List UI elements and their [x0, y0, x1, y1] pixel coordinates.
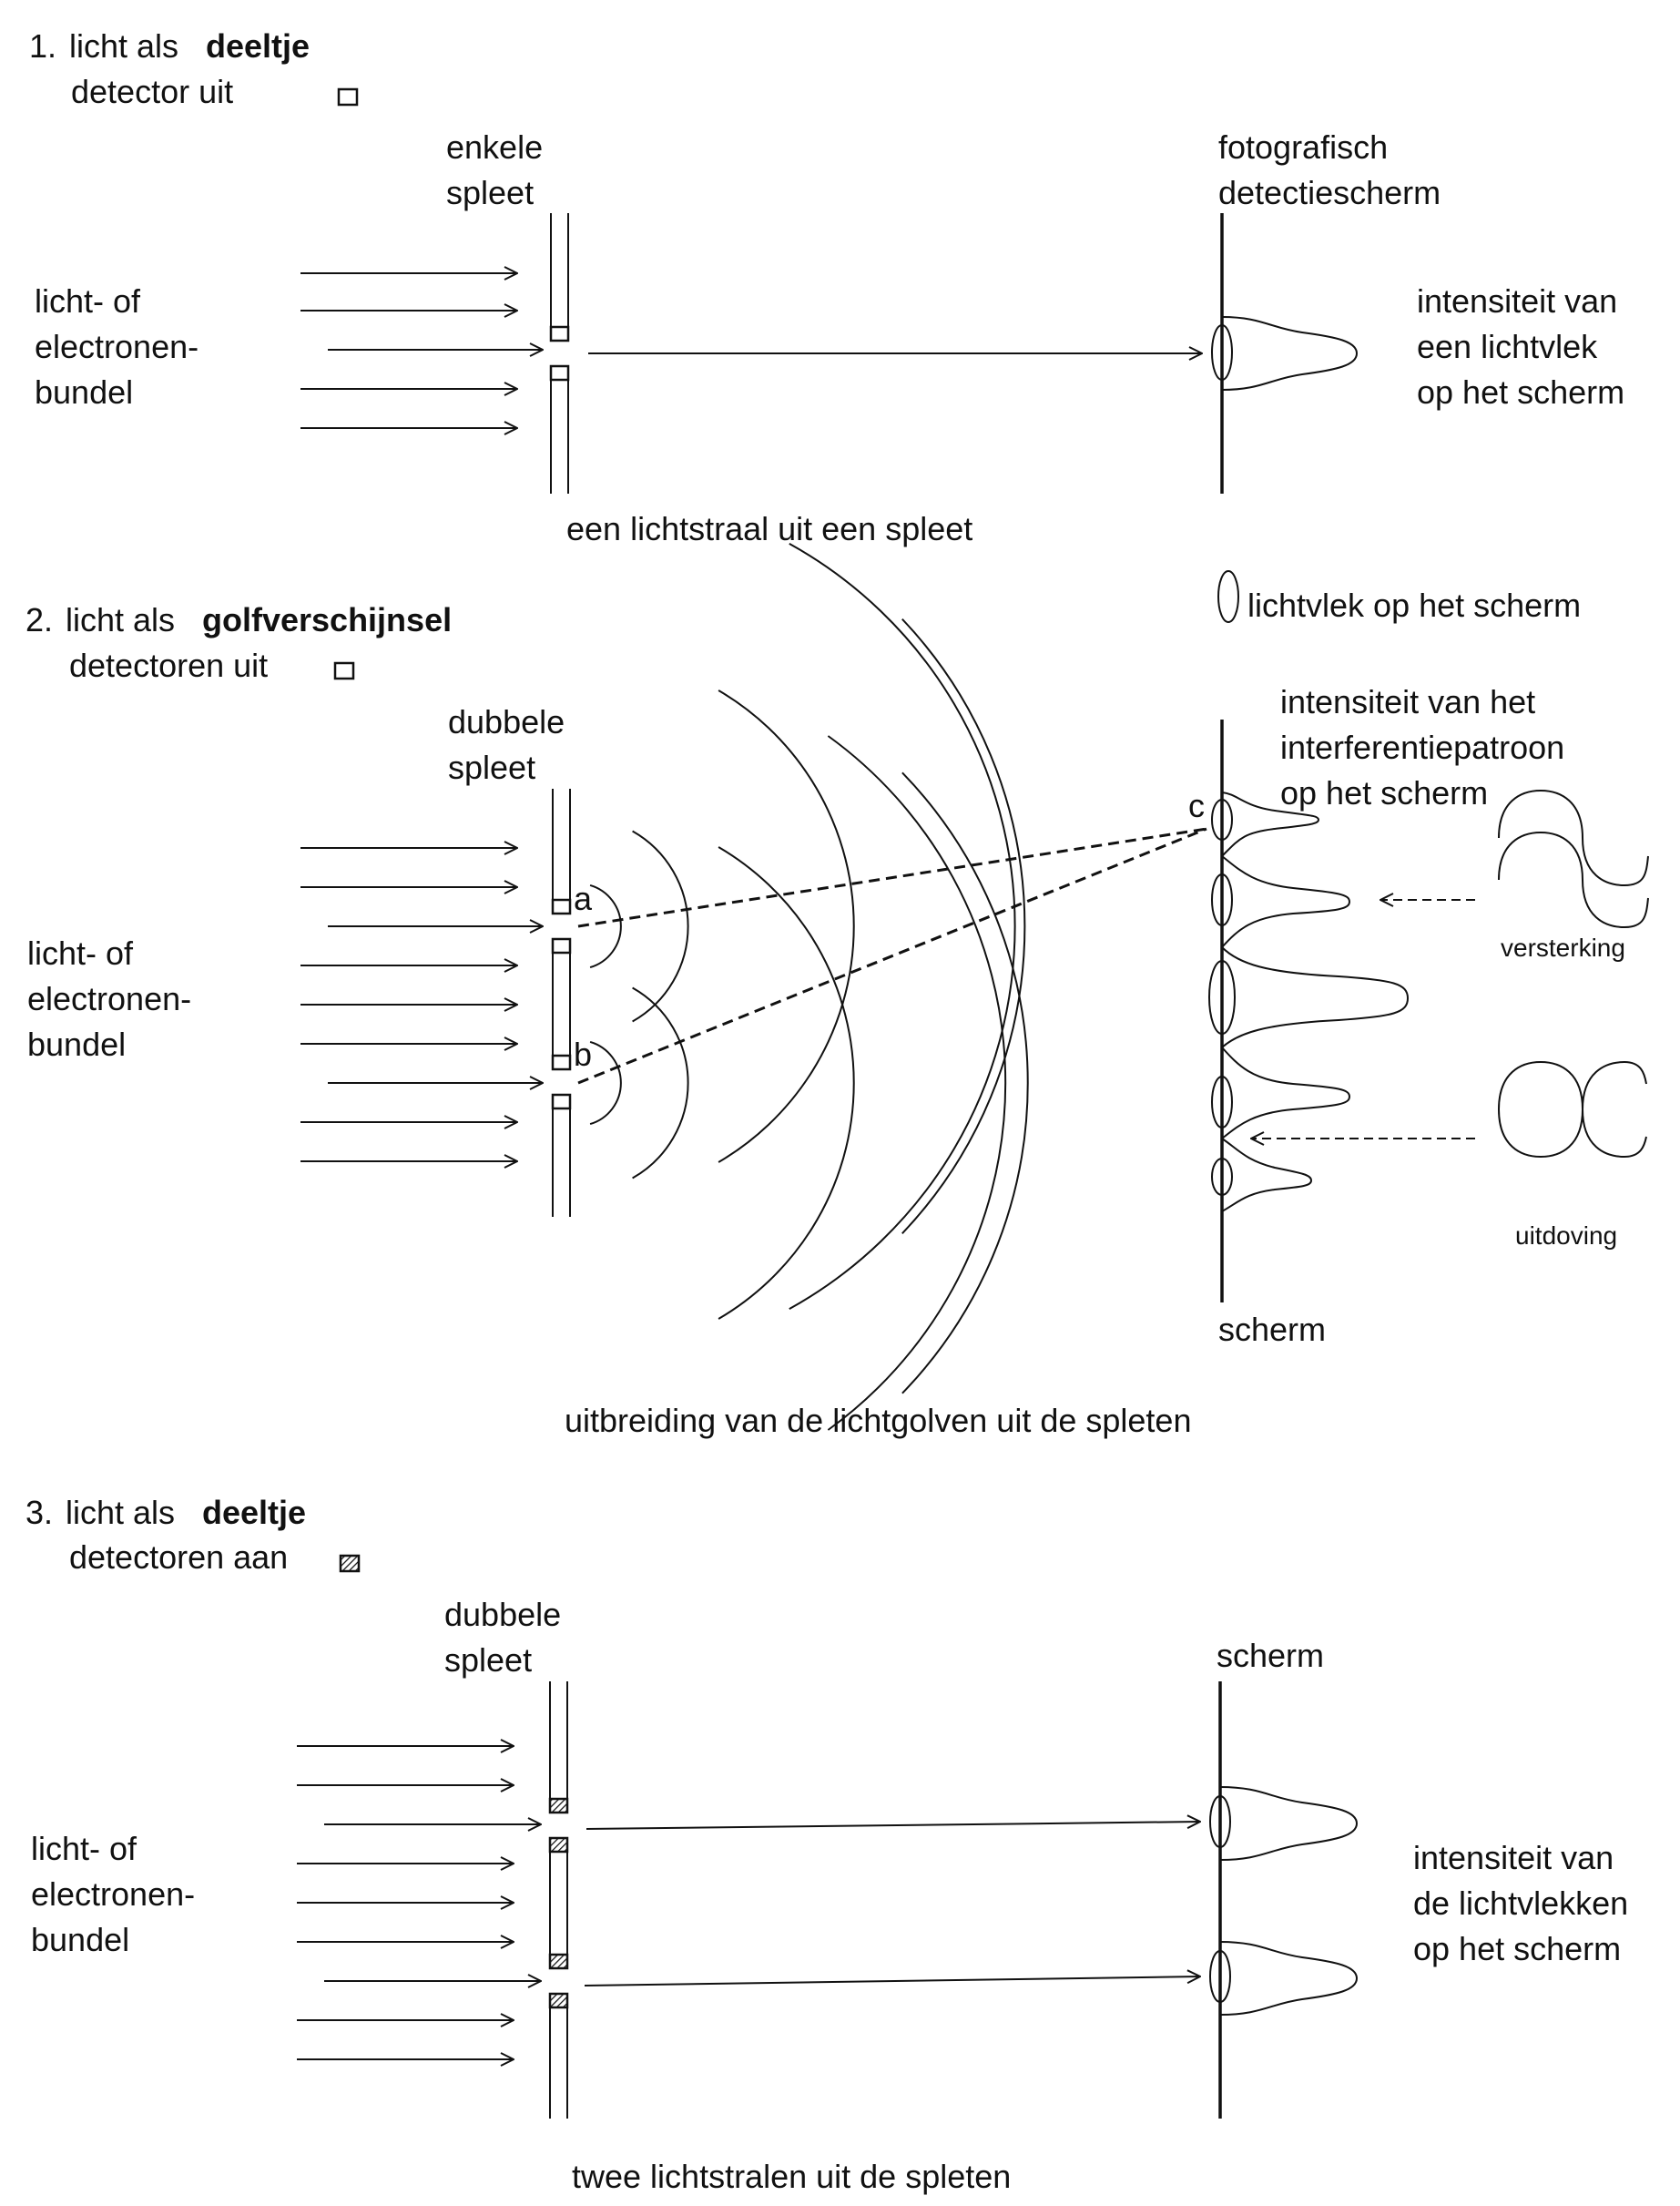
- light-ray-arrow: [584, 1976, 1200, 1986]
- detector-off-icon: [551, 1054, 572, 1071]
- detector-off-icon: [337, 87, 359, 107]
- section-2-detector-label: detectoren uit: [69, 647, 268, 684]
- intensity-curve: [1221, 316, 1359, 391]
- section-2-heading-bold: golfverschijnsel: [202, 601, 452, 638]
- section-3-beam-label-2: electronen-: [31, 1875, 195, 1913]
- section-2-beam-label-3: bundel: [27, 1026, 126, 1063]
- section-2-intensity-label-3: op het scherm: [1280, 774, 1488, 812]
- reinforcement-illustration: versterking: [1380, 789, 1649, 962]
- section-2-slit-label-2: spleet: [448, 749, 535, 786]
- section-1-beam-label-3: bundel: [35, 373, 133, 411]
- light-spot-legend-icon: [1217, 570, 1239, 623]
- detector-off-icon: [549, 364, 570, 382]
- section-3-caption: twee lichtstralen uit de spleten: [572, 2158, 1011, 2195]
- section-3-slit-label-1: dubbele: [444, 1596, 561, 1633]
- section-3-intensity-label-1: intensiteit van: [1413, 1839, 1614, 1876]
- light-spot: [1208, 960, 1236, 1035]
- section-3-beam-label-3: bundel: [31, 1921, 129, 1958]
- section-3: 3. licht als deeltje detectoren aan dubb…: [25, 1494, 1628, 2195]
- section-3-number: 3.: [25, 1494, 53, 1531]
- wave-icon: [1498, 831, 1649, 929]
- light-spot-legend-label: lichtvlek op het scherm: [1247, 587, 1581, 624]
- double-slit-barrier: [551, 789, 572, 1217]
- section-2-beam-label-1: licht- of: [27, 934, 134, 972]
- section-1-intensity-label-1: intensiteit van: [1417, 282, 1617, 320]
- section-1: 1. licht als deeltje detector uit enkele…: [29, 27, 1624, 624]
- wave-icon: [1498, 789, 1649, 887]
- cancellation-illustration: uitdoving: [1251, 1060, 1647, 1250]
- light-ray-arrow: [585, 1822, 1200, 1830]
- double-slit-barrier-detectors-on: [548, 1681, 569, 2119]
- intensity-curve: [1219, 1786, 1359, 1861]
- wave-icon: [1498, 1060, 1647, 1159]
- section-1-beam-label-1: licht- of: [35, 282, 141, 320]
- section-2-caption: uitbreiding van de lichtgolven uit de sp…: [565, 1402, 1191, 1439]
- section-2-number: 2.: [25, 601, 53, 638]
- detector-on-icon: [339, 1554, 361, 1573]
- path-a-to-c: [577, 827, 1207, 928]
- section-3-heading-bold: deeltje: [202, 1494, 306, 1531]
- section-3-beam-label-1: licht- of: [31, 1830, 137, 1867]
- section-1-heading-bold: deeltje: [206, 27, 310, 65]
- section-1-number: 1.: [29, 27, 56, 65]
- section-2-beam-arrows: [300, 848, 543, 1161]
- section-1-beam-label-2: electronen-: [35, 328, 199, 365]
- section-3-detector-label: detectoren aan: [69, 1538, 288, 1576]
- section-2-intensity-label-1: intensiteit van het: [1280, 683, 1535, 720]
- detector-off-icon: [551, 937, 572, 955]
- section-1-heading-prefix: licht als: [69, 27, 178, 65]
- detector-off-icon: [333, 661, 355, 680]
- section-1-intensity-label-3: op het scherm: [1417, 373, 1624, 411]
- light-spot: [1211, 1158, 1233, 1196]
- detector-on-icon: [548, 1953, 569, 1970]
- intensity-curve: [1219, 1941, 1359, 2016]
- section-1-caption: een lichtstraal uit een spleet: [566, 510, 972, 547]
- light-spot: [1209, 1950, 1231, 2003]
- section-3-slit-label-2: spleet: [444, 1641, 532, 1679]
- light-spot: [1211, 873, 1233, 926]
- light-spot: [1211, 1076, 1233, 1129]
- detector-on-icon: [548, 1992, 569, 2009]
- light-spot: [1211, 324, 1233, 381]
- reinforcement-label: versterking: [1501, 934, 1625, 962]
- detector-off-icon: [551, 898, 572, 915]
- section-1-screen-label-1: fotografisch: [1218, 128, 1388, 166]
- path-b-to-c: [577, 827, 1207, 1085]
- detector-on-icon: [548, 1797, 569, 1814]
- section-2-beam-label-2: electronen-: [27, 980, 191, 1017]
- section-2-heading-prefix: licht als: [66, 601, 175, 638]
- detector-off-icon: [551, 1093, 572, 1110]
- section-2-slit-label-1: dubbele: [448, 703, 565, 740]
- slit-a-label: a: [574, 880, 593, 917]
- cancellation-label: uitdoving: [1515, 1221, 1617, 1250]
- single-slit-barrier: [549, 213, 570, 494]
- section-3-beam-arrows: [297, 1746, 541, 2059]
- wavefronts-slit-b: [589, 735, 1029, 1431]
- section-3-heading-prefix: licht als: [66, 1494, 175, 1531]
- section-2: 2. licht als golfverschijnsel detectoren…: [25, 543, 1649, 1439]
- section-1-slit-label-2: spleet: [446, 174, 534, 211]
- section-3-intensity-label-3: op het scherm: [1413, 1930, 1621, 1967]
- light-spot: [1211, 799, 1233, 841]
- point-c-label: c: [1188, 787, 1205, 824]
- light-spot: [1209, 1795, 1231, 1848]
- interference-intensity-curve: [1220, 792, 1410, 1212]
- section-1-intensity-label-2: een lichtvlek: [1417, 328, 1598, 365]
- section-1-screen-label-2: detectiescherm: [1218, 174, 1441, 211]
- detector-off-icon: [549, 325, 570, 342]
- screen-label-section-3: scherm: [1217, 1637, 1324, 1674]
- section-1-detector-label: detector uit: [71, 73, 233, 110]
- section-1-beam-arrows: [300, 273, 543, 428]
- wavefronts-slit-a: [589, 543, 1026, 1310]
- section-2-intensity-label-2: interferentiepatroon: [1280, 729, 1564, 766]
- screen-label-section-2: scherm: [1218, 1311, 1326, 1348]
- section-1-slit-label-1: enkele: [446, 128, 543, 166]
- section-3-intensity-label-2: de lichtvlekken: [1413, 1884, 1628, 1922]
- detector-on-icon: [548, 1836, 569, 1854]
- slit-b-label: b: [574, 1036, 592, 1073]
